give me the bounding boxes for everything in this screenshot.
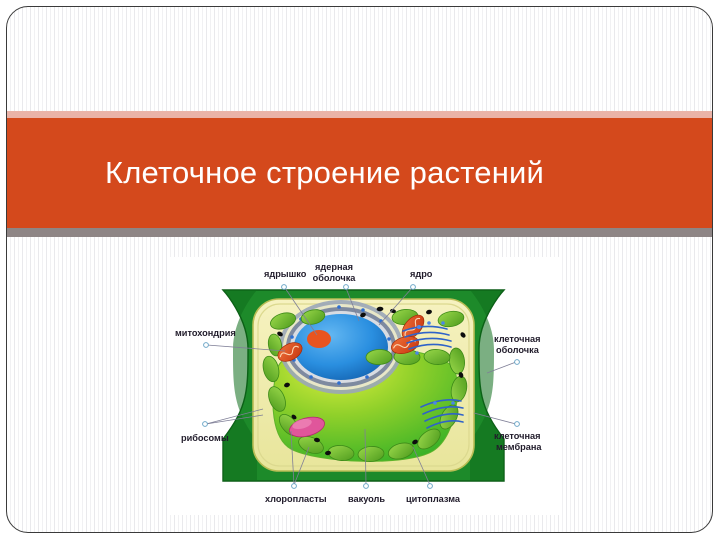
slide-canvas: Клеточное строение растений	[6, 6, 713, 533]
label-nucleus: ядро	[410, 269, 433, 279]
callout-dot	[202, 421, 208, 427]
label-mitochondria: митохондрия	[175, 328, 236, 338]
label-nuclear-envelope-line2: оболочка	[313, 273, 357, 283]
title-banner: Клеточное строение растений	[7, 118, 712, 228]
golgi-vesicle-group	[415, 321, 455, 405]
callout-dot	[514, 359, 520, 365]
label-nuclear-envelope-line1: ядерная	[315, 262, 353, 272]
label-vacuole: вакуоль	[348, 494, 385, 504]
banner-top-rule	[7, 111, 712, 118]
callout-nuclear-envelope: ядерная оболочка	[313, 262, 360, 322]
plant-cell-image: ядрышко ядерная оболочка ядро митохондри…	[167, 257, 560, 515]
callout-cell-wall: клеточная оболочка	[486, 334, 541, 374]
callout-dot	[427, 483, 433, 489]
callout-vacuole: вакуоль	[348, 428, 385, 504]
callout-dot	[203, 342, 209, 348]
title-banner-group: Клеточное строение растений	[7, 111, 712, 237]
nucleolus-shape	[307, 330, 331, 348]
callout-dot	[291, 483, 297, 489]
ribosome-group	[277, 306, 466, 456]
callout-dot	[514, 421, 520, 427]
label-cell-membrane-line1: клеточная	[494, 431, 541, 441]
callout-ribosomes: рибосомы	[181, 408, 264, 443]
callout-cytoplasm: цитоплазма	[406, 446, 461, 504]
callout-dot	[281, 284, 287, 290]
callout-nucleolus: ядрышко	[264, 269, 318, 336]
pink-organelle	[289, 416, 325, 438]
callout-nucleus: ядро	[378, 269, 433, 326]
label-cell-wall-line1: клеточная	[494, 334, 541, 344]
callout-cell-membrane: клеточная мембрана	[473, 412, 542, 452]
label-nucleolus: ядрышко	[264, 269, 307, 279]
label-ribosomes: рибосомы	[181, 433, 229, 443]
label-cytoplasm: цитоплазма	[406, 494, 461, 504]
callout-dot	[410, 284, 416, 290]
nucleus-shape	[279, 300, 403, 394]
label-cell-wall-line2: оболочка	[496, 345, 540, 355]
banner-bottom-rule	[7, 228, 712, 237]
label-cell-membrane-line2: мембрана	[496, 442, 542, 452]
page-title: Клеточное строение растений	[105, 155, 545, 190]
label-chloroplasts: хлоропласты	[265, 494, 327, 504]
callout-dot	[363, 483, 369, 489]
golgi-group	[402, 325, 464, 429]
mitochondrion-group	[277, 314, 425, 362]
callout-mitochondria: митохондрия	[175, 328, 286, 352]
callout-dot	[343, 284, 349, 290]
callout-chloroplasts: хлоропласты	[265, 430, 327, 504]
